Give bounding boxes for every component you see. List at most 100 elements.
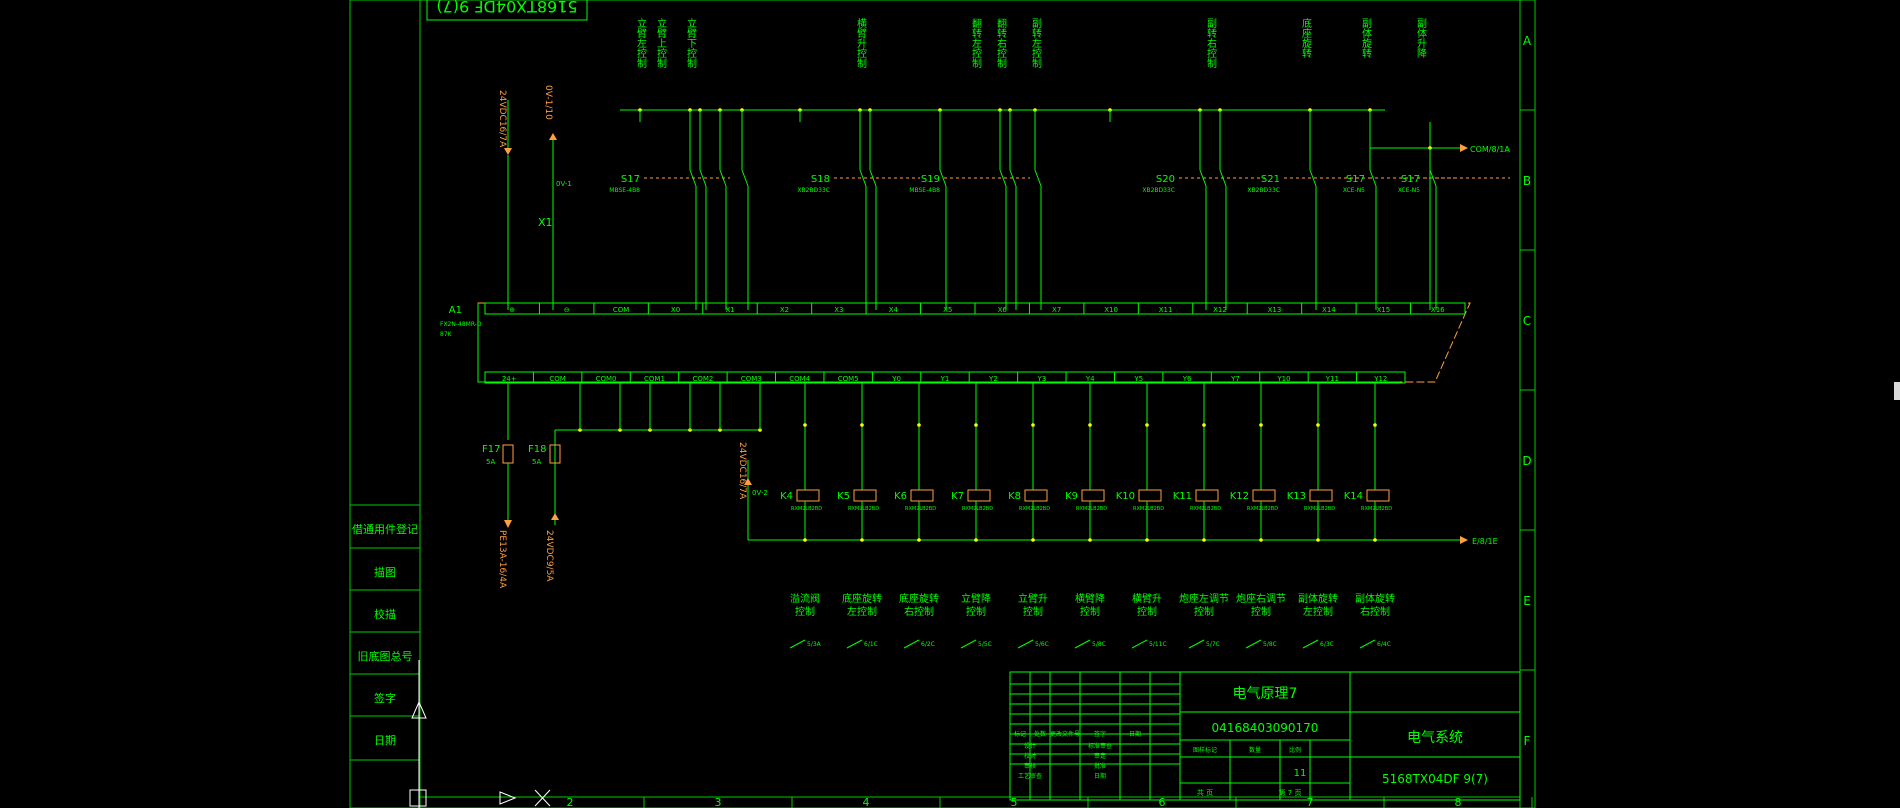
role-2: 审核 xyxy=(1024,762,1036,770)
arrow-up-icon xyxy=(549,133,557,140)
switch-2-name: S19 xyxy=(921,174,940,185)
relay-9-model: RXM2LB2BD xyxy=(1304,506,1335,512)
junction-dot xyxy=(1145,423,1149,427)
col-label-2: 2 xyxy=(567,796,574,808)
top-function-label-2: 立臂下控制 xyxy=(685,17,697,68)
switch-5-name: S17 xyxy=(1346,174,1365,185)
plc-input-1: ⊖ xyxy=(564,306,570,314)
function-8-line1: 炮座右调节 xyxy=(1236,592,1286,605)
relay-k14-coil xyxy=(1366,489,1390,502)
nc-contact-symbol xyxy=(846,639,863,649)
fuse-f18-rating: 5A xyxy=(532,458,541,466)
scrollbar-thumb[interactable] xyxy=(1894,382,1900,400)
function-2-line1: 底座旋转 xyxy=(899,592,939,605)
junction-dot xyxy=(1031,538,1035,542)
plc-input-11: X10 xyxy=(1104,306,1118,314)
ref-x xyxy=(534,789,551,807)
junction-dot xyxy=(1031,423,1035,427)
ref-square xyxy=(409,789,427,807)
function-2-line2: 右控制 xyxy=(904,605,934,618)
plc-input-5: X2 xyxy=(780,306,789,314)
plc-input-8: X5 xyxy=(943,306,952,314)
switch-3-model: XB2BD33C xyxy=(1142,187,1175,194)
arrow-down-icon xyxy=(504,520,512,528)
nc-contact-symbol xyxy=(1131,639,1148,649)
plc-output-0: 24+ xyxy=(502,375,517,383)
relay-2-model: RXM2LB2BD xyxy=(905,506,936,512)
relay-8-name: K12 xyxy=(1230,491,1249,502)
contact-blade xyxy=(1034,169,1042,187)
function-3-line2: 控制 xyxy=(966,605,986,618)
plc-output-2: COM0 xyxy=(596,375,617,383)
junction-dot xyxy=(1145,538,1149,542)
plc-input-9: X6 xyxy=(998,306,1008,314)
rev-header-0: 标记 xyxy=(1014,730,1026,738)
role2-1: 审定 xyxy=(1094,752,1106,760)
function-5-line1: 横臂降 xyxy=(1075,592,1105,605)
junction-dot xyxy=(1202,423,1206,427)
plc-input-6: X3 xyxy=(834,306,843,314)
switch-4-name: S21 xyxy=(1261,174,1280,185)
plc-output-4: COM2 xyxy=(692,375,713,383)
relay-3-name: K7 xyxy=(951,491,964,502)
switch-4-model: XB2BD33C xyxy=(1247,187,1280,194)
side-label-2: 校描 xyxy=(374,607,396,621)
relay-3-model: RXM2LB2BD xyxy=(962,506,993,512)
plc-model: FX2N-48MR-D xyxy=(440,321,482,328)
contact-blade xyxy=(699,169,707,187)
function-0-line1: 溢流阀 xyxy=(790,592,820,605)
function-5-ref: 5/8C xyxy=(1092,641,1106,648)
nc-contact-symbol xyxy=(1302,639,1319,649)
relay-4-model: RXM2LB2BD xyxy=(1019,506,1050,512)
row-label-c: C xyxy=(1523,314,1531,328)
junction-dot xyxy=(974,423,978,427)
header-code: 5168TX04DF 9(7) xyxy=(436,0,577,16)
plc-output-16: Y10 xyxy=(1276,375,1290,383)
relay-6-name: K10 xyxy=(1116,491,1135,502)
switch-1-name: S18 xyxy=(811,174,830,185)
row-label-d: D xyxy=(1522,454,1531,468)
bottom-left-label-2: 24VDC9/5A xyxy=(544,530,554,582)
header-box xyxy=(426,0,588,21)
relay-k13-coil xyxy=(1309,489,1333,502)
relay-1-name: K5 xyxy=(837,491,850,502)
plc-output-11: Y3 xyxy=(1036,375,1046,383)
contact-blade xyxy=(939,169,947,187)
drawing-frame xyxy=(349,0,1536,808)
contact-blade xyxy=(689,169,697,187)
junction-dot xyxy=(917,423,921,427)
function-4-line2: 控制 xyxy=(1023,605,1043,618)
switch-1-model: XB2BD33C xyxy=(797,187,830,194)
contact-blade xyxy=(1429,169,1437,187)
function-0-line2: 控制 xyxy=(795,605,815,618)
inner-frame xyxy=(419,0,1521,808)
plc-output-17: Y11 xyxy=(1325,375,1339,383)
junction-dot xyxy=(1259,538,1263,542)
function-1-ref: 6/1C xyxy=(864,641,878,648)
relay-4-name: K8 xyxy=(1008,491,1021,502)
function-9-line2: 左控制 xyxy=(1303,605,1333,618)
relay-k11-coil xyxy=(1195,489,1219,502)
plc-output-3: COM1 xyxy=(644,375,665,383)
col-label-8: 8 xyxy=(1455,796,1462,808)
relay-10-model: RXM2LB2BD xyxy=(1361,506,1392,512)
switch-5-model: XCE-N5 xyxy=(1343,187,1365,194)
function-7-line1: 炮座左调节 xyxy=(1179,592,1229,605)
top-function-label-0: 立臂左控制 xyxy=(635,17,647,68)
rev-header-2: 更改文件号 xyxy=(1050,730,1080,738)
relay-k8-coil xyxy=(1024,489,1048,502)
title-block xyxy=(1009,671,1521,801)
coil-power-label: 24VDC16/7A xyxy=(737,442,747,500)
plc-output-13: Y5 xyxy=(1133,375,1143,383)
contact-blade xyxy=(719,169,727,187)
relay-k5-coil xyxy=(853,489,877,502)
relay-10-name: K14 xyxy=(1344,491,1363,502)
plc-output-18: Y12 xyxy=(1373,375,1387,383)
function-5-line2: 控制 xyxy=(1080,605,1100,618)
plc-input-4: X1 xyxy=(725,306,734,314)
side-label-5: 日期 xyxy=(374,734,396,747)
plc-output-10: Y2 xyxy=(988,375,998,383)
row-label-e: E xyxy=(1523,594,1531,608)
side-label-4: 签字 xyxy=(374,691,396,705)
